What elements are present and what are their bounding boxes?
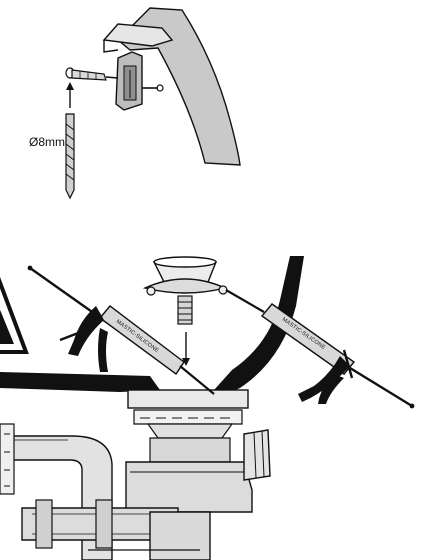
screw: [142, 84, 164, 92]
sink-waste-illustration: MASTIC-SILICONE MASTIC-SILICONE: [0, 256, 415, 560]
tube-label-left: MASTIC-SILICONE: [115, 319, 160, 354]
arrow-down: [182, 332, 190, 366]
waste-body: [125, 389, 271, 513]
wall-plug: [65, 67, 119, 81]
trap-pipes: [0, 423, 211, 560]
drill-size-label: Ø8mm: [29, 135, 65, 149]
drill-bit-icon: [65, 113, 75, 200]
sink-bowl-left: [0, 372, 160, 392]
sealant-gun-right: MASTIC-SILICONE: [225, 289, 415, 409]
wall-bracket-illustration: Ø8mm: [29, 7, 241, 200]
arrow-up: [66, 82, 74, 108]
worktop-lip: [102, 23, 174, 47]
worktop-edge: [116, 7, 241, 166]
strainer-plug: [142, 256, 228, 325]
